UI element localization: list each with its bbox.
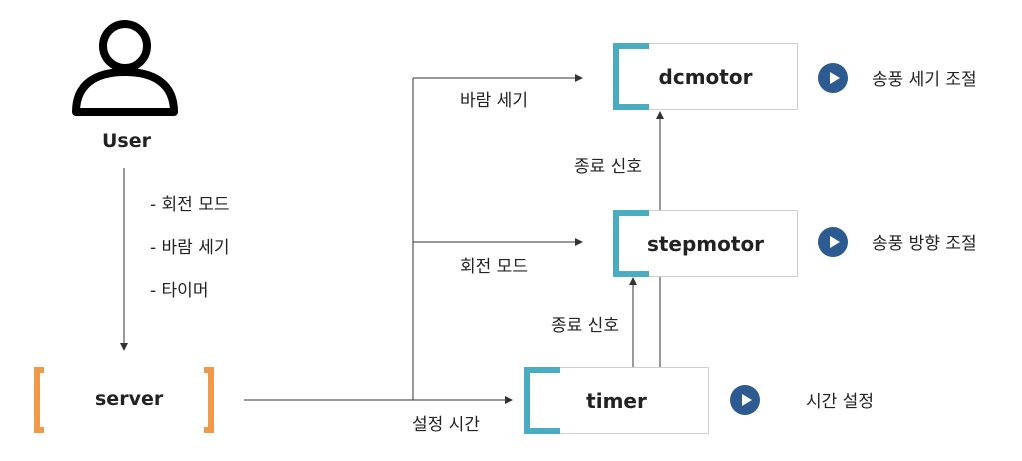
server-bracket-left [34, 367, 44, 433]
dcmotor-bracket [613, 43, 649, 110]
dcmotor-label: dcmotor [658, 64, 753, 89]
stepmotor-node: stepmotor [613, 210, 798, 277]
stepmotor-bracket [613, 210, 649, 277]
timer-bracket [524, 367, 560, 434]
stepmotor-play-icon [818, 227, 848, 257]
edge-label-rotation-mode: 회전 모드 [460, 257, 528, 277]
server-bracket-right [204, 367, 214, 433]
timer-play-icon [730, 385, 760, 415]
dcmotor-node: dcmotor [613, 43, 798, 110]
edge-label-end-signal-dc: 종료 신호 [574, 157, 642, 177]
stepmotor-desc: 송풍 방향 조절 [872, 234, 977, 254]
edge-label-wind-strength: 바람 세기 [460, 91, 528, 111]
dcmotor-desc: 송풍 세기 조절 [872, 70, 977, 90]
user-label: User [102, 130, 151, 152]
user-icon [72, 20, 178, 116]
timer-desc: 시간 설정 [806, 392, 874, 412]
user-input-wind: - 바람 세기 [150, 238, 230, 258]
timer-label: timer [586, 388, 647, 413]
user-input-rotation: - 회전 모드 [150, 195, 230, 215]
edge-label-end-signal-step: 종료 신호 [551, 316, 619, 336]
edge-label-set-time: 설정 시간 [412, 415, 480, 435]
user-input-timer: - 타이머 [150, 281, 209, 301]
timer-node: timer [524, 367, 709, 434]
stepmotor-label: stepmotor [646, 231, 765, 256]
dcmotor-play-icon [818, 63, 848, 93]
server-label: server [95, 388, 164, 410]
